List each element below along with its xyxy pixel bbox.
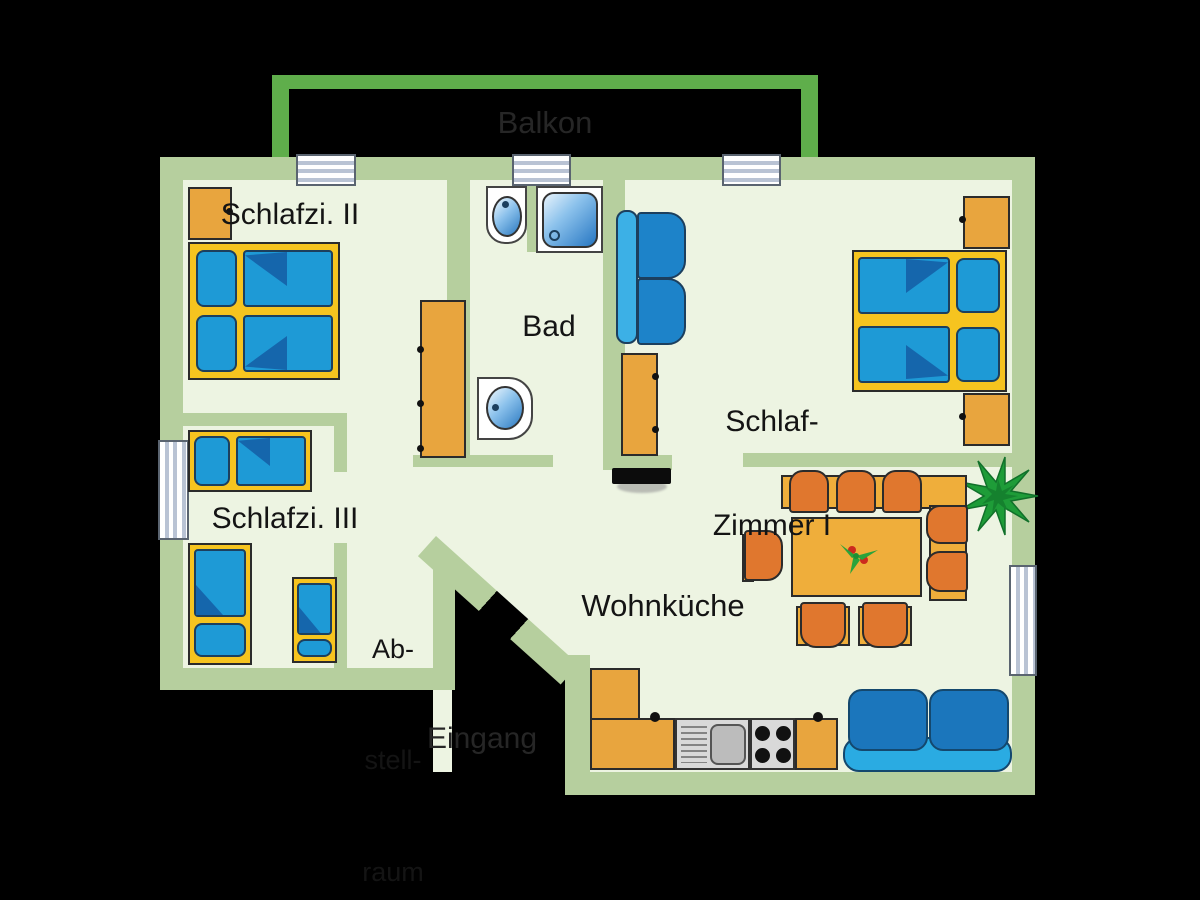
stove-burner [776, 748, 791, 763]
room-label-line: Schlaf- [725, 405, 819, 438]
room-label-schlafzimmer3: Schlafzi. III [211, 502, 359, 535]
bed-blanket [236, 436, 306, 486]
kitchen-counter-icon [795, 718, 838, 770]
chair-icon [882, 470, 922, 513]
sofa-cushion [637, 212, 686, 279]
entrance-label: Eingang [426, 722, 538, 755]
wardrobe-knob [226, 208, 233, 215]
wall-schlafzi2-3-divider [183, 413, 347, 426]
shower-drain [549, 230, 560, 241]
nightstand-icon [963, 196, 1010, 249]
toilet-flush [502, 201, 509, 208]
window-top-1 [296, 154, 356, 186]
wardrobe-knob [652, 373, 659, 380]
balcony-label: Balkon [497, 105, 593, 140]
wall-entry-side [433, 556, 455, 690]
washbasin-drain [492, 404, 499, 411]
bed-pillow [196, 250, 237, 307]
chair-icon [800, 602, 846, 648]
kitchen-counter-icon [590, 668, 640, 720]
counter-knob [813, 712, 823, 722]
sofa-icon [848, 689, 928, 751]
stove-burner [776, 726, 791, 741]
counter-knob [650, 712, 660, 722]
bed-pillow [194, 436, 230, 486]
window-top-2 [512, 154, 571, 186]
wall-bad-bottom [413, 455, 553, 467]
bed-pillow [194, 623, 246, 657]
wall-bad-partition [527, 180, 536, 252]
bed-pillow [297, 639, 332, 657]
sofa-icon [616, 210, 638, 344]
room-label-line: Zimmer I [712, 508, 832, 542]
sink-basin [710, 724, 746, 765]
chair-icon [926, 505, 968, 544]
chair-icon [744, 530, 783, 581]
room-label-line: Ab- [371, 633, 415, 664]
nightstand-icon [963, 393, 1010, 446]
room-label-schlafzimmer2: Schlafzi. II [220, 198, 360, 231]
tall-wardrobe-icon [420, 300, 466, 458]
wall-bad-right-foot [603, 455, 672, 470]
room-label-bad: Bad [522, 310, 576, 343]
wardrobe-knob [652, 426, 659, 433]
balcony-rail-left [272, 75, 289, 159]
sofa-icon [929, 689, 1009, 751]
chair-icon [926, 551, 968, 592]
wall-schlafzi3-stub [334, 413, 347, 472]
bed-pillow [956, 258, 1000, 313]
wall-schlafzi3-side [334, 543, 347, 668]
nightstand-knob [959, 413, 966, 420]
bed-blanket [858, 326, 950, 383]
stove-burner [755, 748, 770, 763]
room-label-schlafzimmer1: Schlaf- Zimmer I [692, 336, 852, 612]
room-label-line: stell- [364, 745, 422, 776]
chair-icon [836, 470, 876, 513]
kitchen-counter-icon [590, 718, 675, 770]
wardrobe-icon [621, 353, 658, 456]
room-label-wohnkueche: Wohnküche [581, 588, 745, 623]
wardrobe-knob [417, 445, 424, 452]
balcony-rail-right [801, 75, 818, 159]
balcony-rail-top [272, 75, 818, 89]
wardrobe-knob [417, 346, 424, 353]
bed-pillow [196, 315, 237, 372]
stove-burner [755, 726, 770, 741]
chair-icon [789, 470, 829, 513]
table-plant-icon [840, 544, 878, 574]
wall-schlafzimmer1-bottom [743, 453, 1012, 467]
wardrobe-knob [417, 400, 424, 407]
chair-icon [862, 602, 908, 648]
wall-entry-vertical [565, 655, 590, 795]
window-top-3 [722, 154, 781, 186]
plant-icon [959, 456, 1039, 536]
tv-icon [612, 468, 671, 484]
nightstand-knob [959, 216, 966, 223]
stove-icon [750, 718, 795, 770]
room-label-line: raum [362, 857, 424, 887]
bed-pillow [956, 327, 1000, 382]
sink-drainer [681, 726, 707, 763]
window-right [1009, 565, 1037, 676]
room-label-abstellraum: Ab- stell- raum [343, 556, 443, 900]
sofa-cushion [637, 278, 686, 345]
